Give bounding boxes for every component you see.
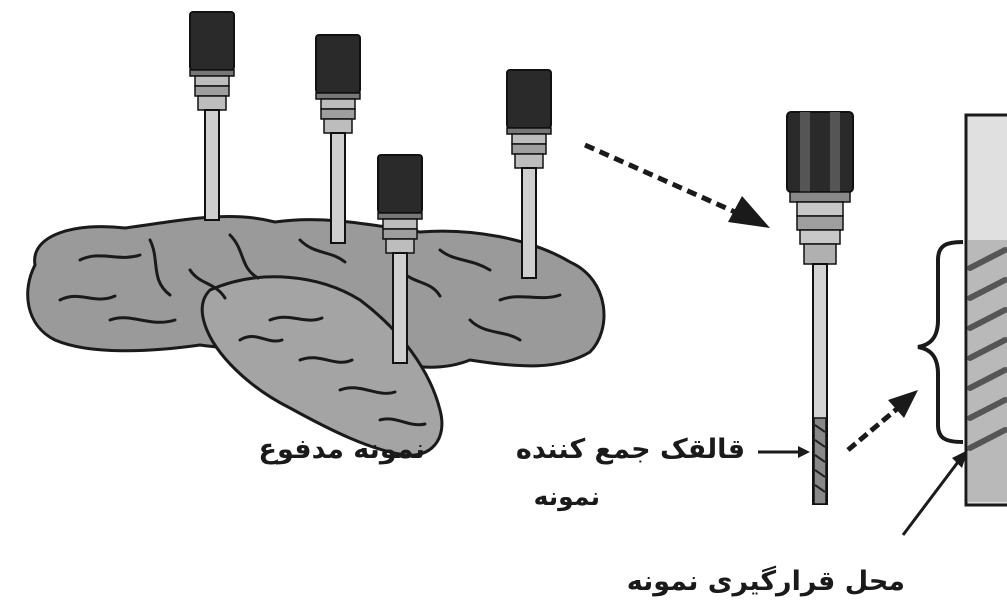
- dashed-arrow-to-probe: [585, 145, 770, 228]
- sampling-probe-1: [190, 12, 234, 220]
- collector-pointer: [758, 446, 810, 458]
- sample-vial: [966, 115, 1007, 505]
- enlarged-collector-probe: [787, 112, 853, 504]
- stool-sample-label: نمونه مدفوع: [259, 434, 425, 465]
- sampling-probe-2: [316, 35, 360, 243]
- arrow-to-sample-location: [903, 450, 968, 535]
- curly-bracket: [918, 242, 963, 442]
- collector-label-line2: نمونه: [534, 482, 600, 511]
- sample-location-label: محل قرارگیری نمونه: [627, 566, 905, 597]
- collector-label-line1: قالقک جمع کننده: [516, 434, 745, 465]
- arrow-to-bracket: [848, 390, 918, 450]
